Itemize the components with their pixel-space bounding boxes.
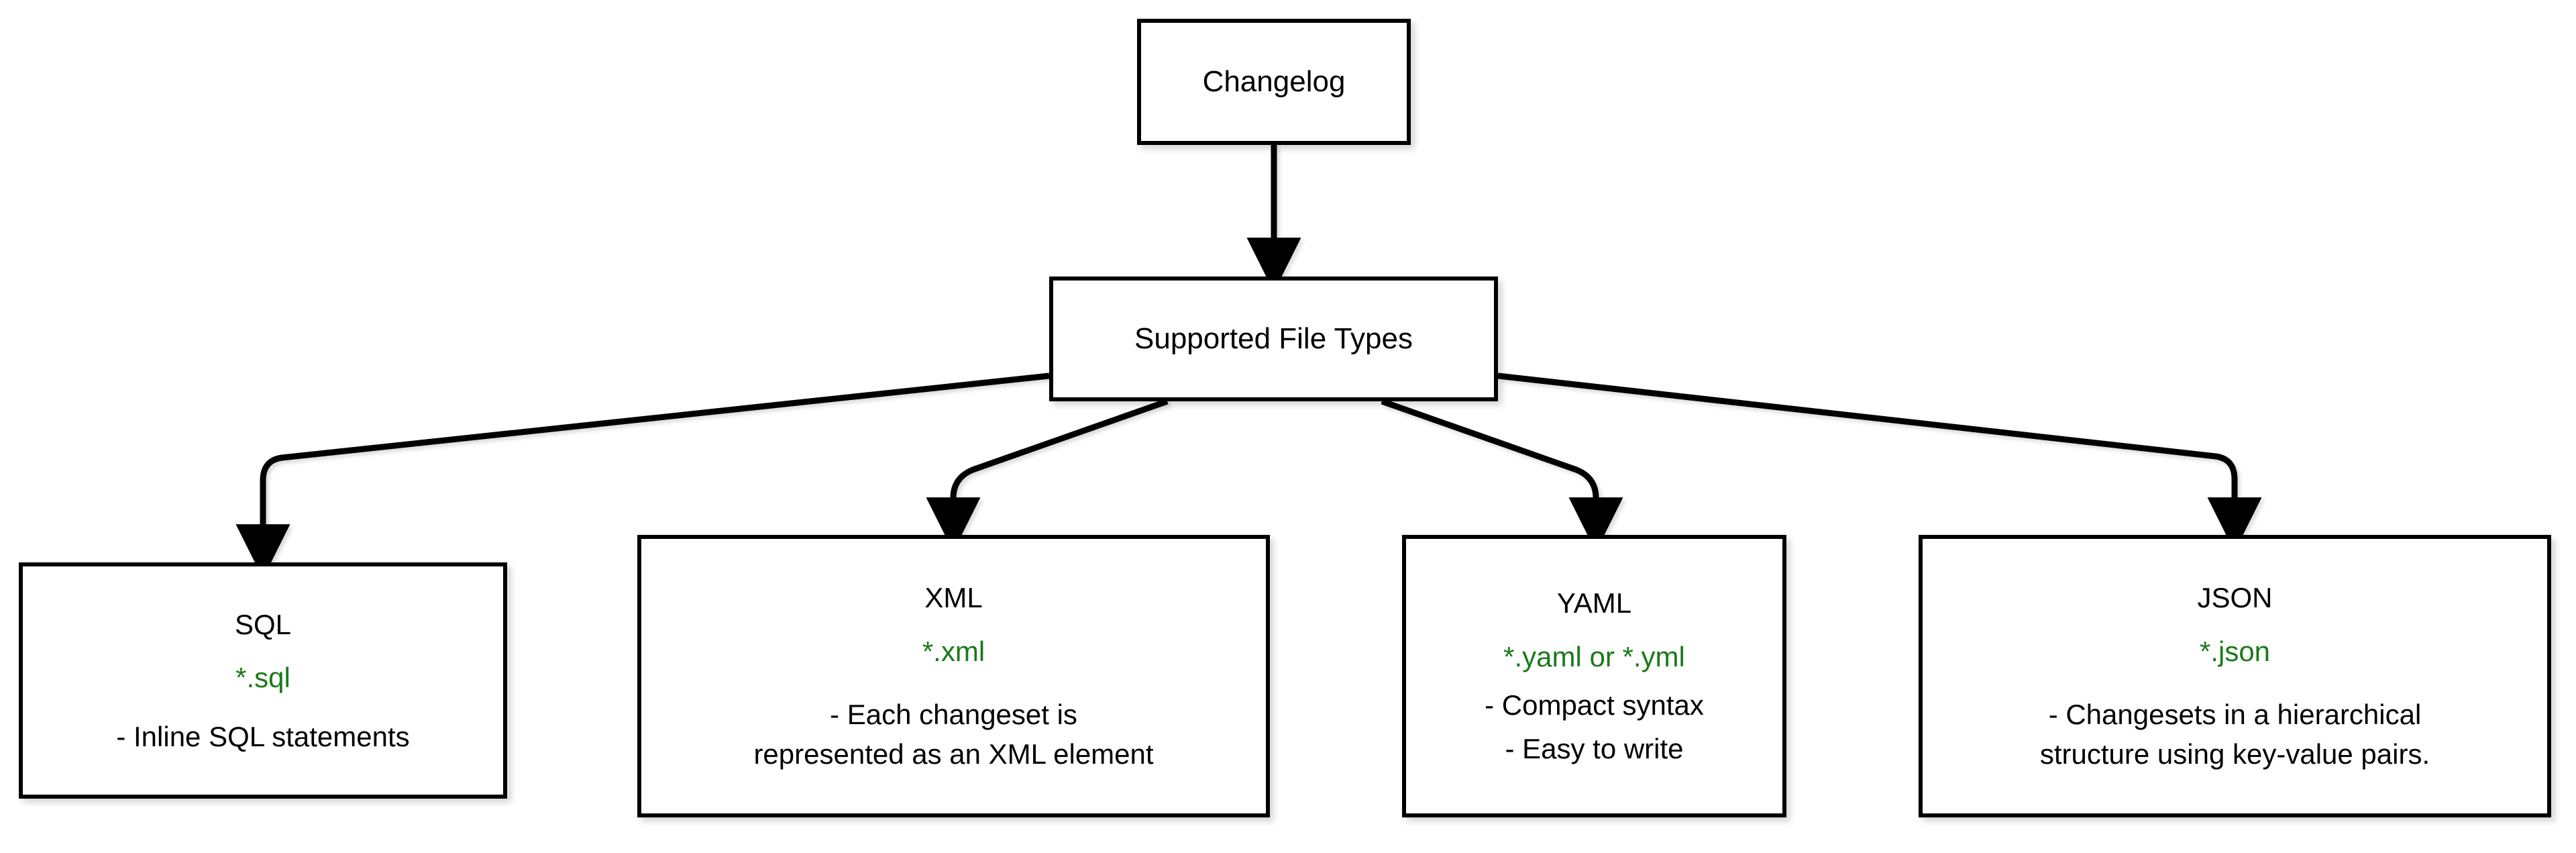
node-json-description-line-1: - Changesets in a hierarchical	[2048, 698, 2422, 730]
node-json-extension: *.json	[2199, 635, 2271, 667]
node-xml-extension: *.xml	[922, 635, 985, 667]
node-yaml[interactable]: YAML *.yaml or *.yml - Compact syntax - …	[1402, 535, 1786, 817]
node-supported-file-types[interactable]: Supported File Types	[1049, 277, 1498, 401]
node-xml-title: XML	[924, 582, 983, 614]
node-yaml-description-line-2: - Easy to write	[1505, 733, 1684, 765]
node-xml[interactable]: XML *.xml - Each changeset is represente…	[637, 535, 1270, 817]
edge-supported-to-json	[1497, 372, 2262, 552]
node-sql-description-line-1: - Inline SQL statements	[116, 720, 410, 752]
node-yaml-extension: *.yaml or *.yml	[1503, 640, 1685, 672]
node-supported-file-types-label: Supported File Types	[1134, 322, 1413, 356]
node-yaml-title: YAML	[1556, 587, 1632, 619]
node-sql[interactable]: SQL *.sql - Inline SQL statements	[19, 562, 507, 799]
node-sql-title: SQL	[234, 608, 292, 640]
node-json-description-line-2: structure using key-value pairs.	[2039, 738, 2430, 770]
edge-supported-to-sql	[235, 372, 1050, 579]
node-json-title: JSON	[2197, 582, 2273, 614]
node-changelog-label: Changelog	[1202, 65, 1346, 99]
node-xml-description-line-2: represented as an XML element	[753, 738, 1154, 770]
node-changelog[interactable]: Changelog	[1137, 19, 1411, 145]
node-yaml-description-line-1: - Compact syntax	[1485, 689, 1704, 721]
node-json[interactable]: JSON *.json - Changesets in a hierarchic…	[1919, 535, 2551, 817]
node-xml-description-line-1: - Each changeset is	[830, 698, 1077, 730]
node-sql-extension: *.sql	[235, 662, 290, 694]
edge-supported-to-yaml	[1381, 398, 1623, 552]
edge-supported-to-xml	[926, 398, 1169, 552]
